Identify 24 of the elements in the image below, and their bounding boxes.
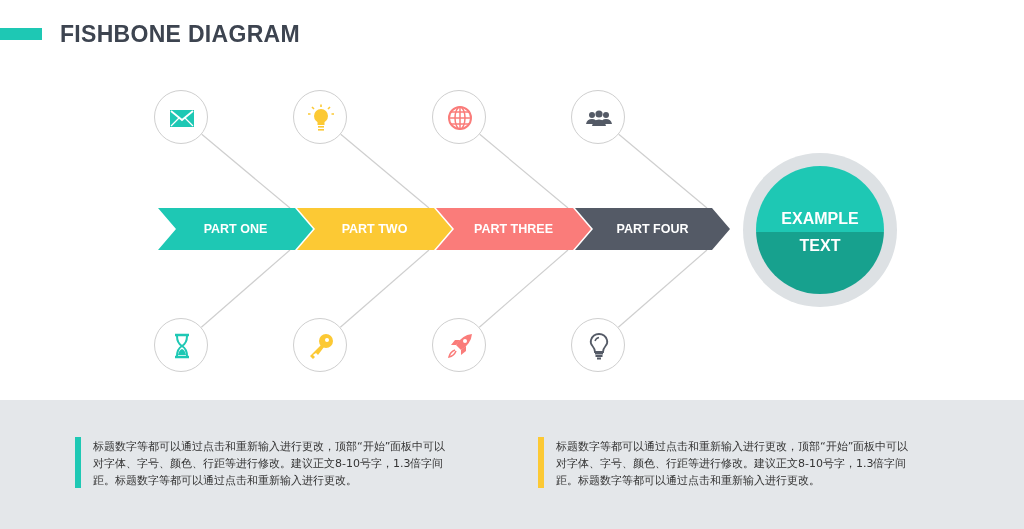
- bone-line: [200, 249, 291, 328]
- icon-circle: [571, 318, 625, 372]
- bone-line: [618, 133, 708, 209]
- bone-line: [201, 133, 291, 209]
- bone-line: [339, 249, 430, 328]
- icon-circle: [293, 318, 347, 372]
- bone-line: [617, 249, 708, 328]
- icon-circle: [154, 318, 208, 372]
- bone-line: [478, 249, 569, 328]
- body-text: 标题数字等都可以通过点击和重新输入进行更改，顶部“开始”面板中可以对字体、字号、颜色、行距等进行修改。建议正文8-10号字，1.3倍字间距。标题数字等都可以通过点击和重新输入进行更改。: [556, 439, 910, 489]
- body-text: 标题数字等都可以通过点击和重新输入进行更改，顶部“开始”面板中可以对字体、字号、颜色、行距等进行修改。建议正文8-10号字，1.3倍字间距。标题数字等都可以通过点击和重新输入进行更改。: [93, 439, 447, 489]
- icon-circle: [432, 90, 486, 144]
- bone-line: [479, 133, 569, 209]
- icon-circle: [571, 90, 625, 144]
- icon-circle: [432, 318, 486, 372]
- bone-line: [340, 133, 430, 209]
- icon-circle: [154, 90, 208, 144]
- chevron-banner: PART FOUR: [575, 208, 730, 250]
- icon-circle: [293, 90, 347, 144]
- chevron-banner: PART THREE: [436, 208, 591, 250]
- chevron-banner: PART TWO: [297, 208, 452, 250]
- chevron-banner: PART ONE: [158, 208, 313, 250]
- title: FISHBONE DIAGRAM: [60, 21, 300, 48]
- circle-badge: EXAMPLE TEXT: [743, 153, 897, 307]
